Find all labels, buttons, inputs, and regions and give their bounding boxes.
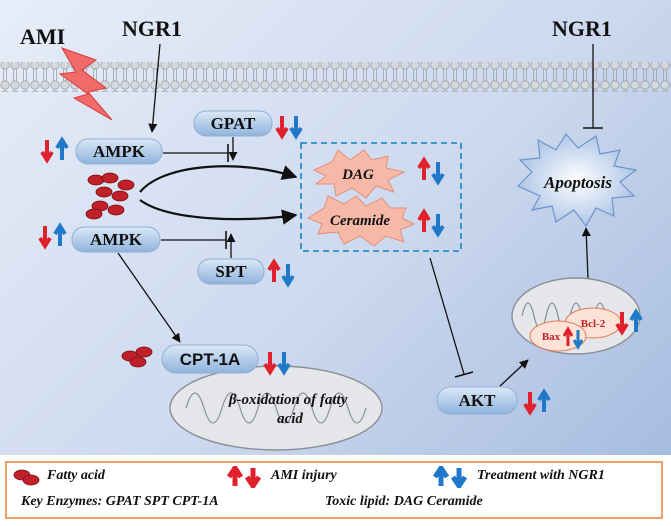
akt-updown-arrows [523, 388, 551, 416]
legend-treatment: Treatment with NGR1 [477, 468, 605, 483]
ceramide-burst: Ceramide [306, 195, 416, 247]
legend-ami-injury: AMI injury [271, 468, 337, 483]
ampk-top-updown-arrows [40, 136, 69, 164]
legend-fatty-acid: Fatty acid [47, 468, 105, 483]
ngr1-left-label: NGR1 [122, 16, 182, 41]
svg-text:DAG: DAG [341, 167, 374, 183]
svg-text:Bax: Bax [542, 331, 561, 343]
gpat-updown-arrows [275, 116, 303, 140]
treatment-legend-icon [432, 466, 468, 488]
synthesis-arrow-ceramide [139, 199, 298, 225]
ngr1-inhibits-apoptosis [583, 44, 603, 129]
bcl2-updown-arrows [615, 308, 643, 336]
spt-updown-arrows [267, 258, 295, 288]
toxic-lipid-box [300, 142, 462, 252]
bax-updown-arrows [562, 325, 584, 351]
spt-node: SPT [197, 258, 265, 285]
legend-toxic-lipid: Toxic lipid: DAG Ceramide [325, 494, 483, 509]
legend-key-enzymes: Key Enzymes: GPAT SPT CPT-1A [21, 494, 219, 509]
cell-membrane [0, 62, 671, 92]
ampk-bottom-inhibition [161, 231, 227, 249]
svg-text:AMPK: AMPK [93, 142, 146, 161]
svg-text:SPT: SPT [215, 262, 247, 281]
svg-text:Ceramide: Ceramide [330, 213, 390, 229]
bax-node: Bax [529, 320, 587, 352]
ami-lightning-icon [58, 47, 113, 121]
cpt1a-updown-arrows [263, 352, 291, 376]
ngr1-to-ampk-arrow [148, 43, 161, 133]
mitochondrion-bottom: β-oxidation of fatty acid [169, 365, 383, 451]
fatty-acid-legend-icon [13, 469, 40, 486]
ampk-bottom-updown-arrows [38, 222, 67, 250]
ampk-top-node: AMPK [75, 138, 163, 165]
legend-panel: Fatty acid AMI injury Treatment with NGR… [5, 461, 663, 519]
gpat-node: GPAT [193, 110, 273, 137]
dag-updown-arrows [417, 156, 445, 186]
akt-node: AKT [436, 386, 518, 415]
ampk-to-cpt1a-arrow [117, 252, 181, 343]
fatty-acid-cluster [85, 172, 135, 220]
apoptosis-burst: Apoptosis [516, 132, 638, 228]
synthesis-arrow-dag [139, 165, 298, 193]
diagram-canvas: AMI NGR1 NGR1 AMPK AMPK GPAT [0, 0, 671, 455]
mito-to-apoptosis-arrow [581, 227, 591, 279]
ngr1-right-label: NGR1 [552, 16, 612, 41]
pathway-diagram: AMI NGR1 NGR1 AMPK AMPK GPAT [0, 16, 671, 451]
cpt1a-node: CPT-1A [161, 344, 259, 374]
ceramide-updown-arrows [417, 208, 445, 238]
ami-label: AMI [20, 24, 65, 49]
svg-text:Apoptosis: Apoptosis [543, 173, 612, 192]
dag-burst: DAG [312, 149, 406, 199]
svg-text:AMPK: AMPK [90, 230, 143, 249]
fatty-acid-cpt1a-icon [121, 346, 153, 368]
lipid-inhibits-akt [429, 257, 474, 378]
svg-text:GPAT: GPAT [211, 114, 256, 133]
ampk-bottom-node: AMPK [71, 226, 161, 253]
ami-injury-legend-icon [226, 466, 262, 488]
beta-oxidation-label: β-oxidation of fatty acid [228, 392, 351, 427]
svg-text:Bcl-2: Bcl-2 [581, 318, 606, 330]
ampk-top-inhibition [163, 144, 229, 162]
svg-text:CPT-1A: CPT-1A [180, 350, 240, 369]
akt-to-mito-arrow [499, 359, 529, 387]
svg-text:AKT: AKT [459, 391, 497, 410]
